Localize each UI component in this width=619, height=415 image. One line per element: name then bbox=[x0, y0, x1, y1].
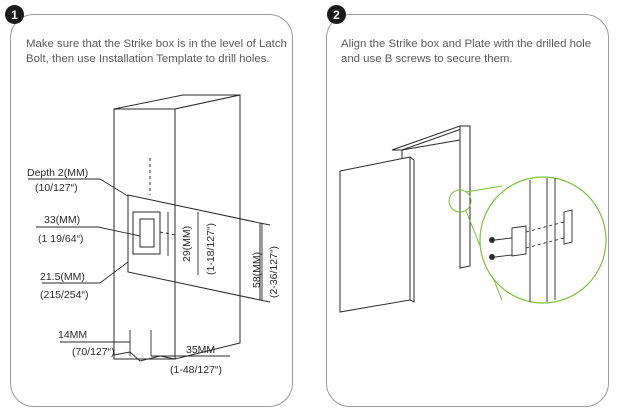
box-height-inch-label: (1-18/127“) bbox=[205, 223, 217, 275]
box-height-mm-label: 29(MM) bbox=[181, 226, 193, 262]
detail-callout bbox=[448, 176, 607, 304]
hole-width-mm-label: 33(MM) bbox=[44, 214, 80, 226]
dimension-lines bbox=[28, 178, 271, 357]
hole-width-inch-label: (1 19/64“) bbox=[38, 233, 84, 245]
door-frame-drawing bbox=[113, 94, 241, 362]
plate-height-mm-label: 58(MM) bbox=[251, 252, 263, 288]
dimension-labels: Depth 2(MM) (10/127“) 33(MM) (1 19/64“) … bbox=[27, 167, 280, 376]
depth-inch-label: (10/127“) bbox=[35, 182, 78, 194]
step-2-number-badge: 2 bbox=[327, 5, 346, 24]
step-2-instruction: Align the Strike box and Plate with the … bbox=[341, 38, 592, 65]
plate-height-inch-label: (2-36/127“) bbox=[268, 246, 280, 298]
plate-width-inch-label: (1-48/127“) bbox=[170, 364, 222, 376]
step-1-number-badge: 1 bbox=[5, 5, 24, 24]
depth-mm-label: Depth 2(MM) bbox=[27, 167, 88, 179]
step-1-instruction: Make sure that the Strike box is in the … bbox=[26, 38, 287, 65]
plate-width-mm-label: 35MM bbox=[186, 344, 215, 356]
offset-mm-label: 21.5(MM) bbox=[40, 271, 85, 283]
offset-inch-label: (215/254“) bbox=[40, 289, 88, 301]
strike-install-detail bbox=[489, 178, 573, 302]
edge-distance-inch-label: (70/127“) bbox=[72, 346, 115, 358]
door-and-frame-drawing bbox=[339, 125, 471, 313]
edge-distance-mm-label: 14MM bbox=[58, 329, 87, 341]
